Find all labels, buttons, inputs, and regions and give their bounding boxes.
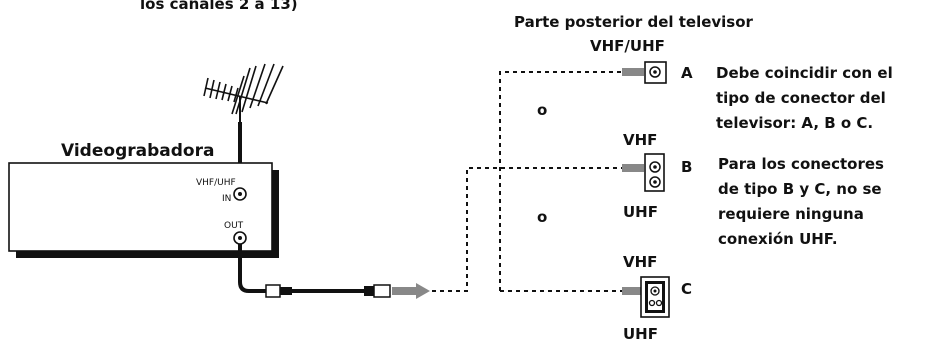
connector-b-top-label: VHF [623,131,657,149]
tv-back-title: Parte posterior del televisor [514,13,754,31]
vcr-out-jack-pin [238,236,242,240]
note-connector-match: Debe coincidir con el tipo de conector d… [716,64,893,132]
note-line: Para los conectores [718,155,884,173]
vcr-in-label: IN [222,194,231,204]
vcr-out-label: OUT [224,221,244,231]
connector-a-icon [622,61,667,84]
connector-a-top-label: VHF/UHF [590,37,665,55]
note-line: conexión UHF. [718,230,838,248]
or-label-2: o [537,208,547,226]
connector-c-icon [622,276,670,318]
cropped-caption: los canales 2 a 13) [140,0,298,13]
connector-b-bottom-label: UHF [623,203,658,221]
connector-b-icon [622,153,665,192]
signal-arrow-icon [392,283,430,299]
output-cable [238,244,372,293]
connector-c-letter: C [681,280,692,298]
note-line: Debe coincidir con el [716,64,893,82]
vcr-title: Videograbadora [61,141,214,161]
note-line: televisor: A, B o C. [716,114,873,132]
note-line: de tipo B y C, no se [718,180,882,198]
or-label-1: o [537,101,547,119]
vcr-body [8,162,273,252]
connector-a-letter: A [681,64,693,82]
connector-b-letter: B [681,158,692,176]
note-line: requiere ninguna [718,205,864,223]
vcr-input-label: VHF/UHF [196,178,236,188]
dashed-connection-lines [432,71,626,292]
note-line: tipo de conector del [716,89,886,107]
connector-c-bottom-label: UHF [623,325,658,342]
connector-c-top-label: VHF [623,253,657,271]
antenna-icon [203,63,284,122]
vcr-in-jack-pin [238,192,242,196]
note-uhf-not-required: Para los conectores de tipo B y C, no se… [718,155,884,248]
cable-connector-icon [265,284,391,298]
